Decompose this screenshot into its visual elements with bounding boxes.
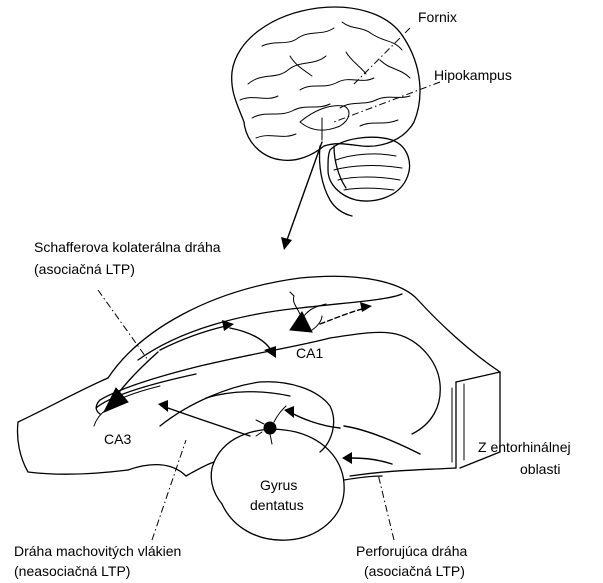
label-schaffer-line2: (asociačná LTP) [34, 261, 135, 277]
label-mossy-line2: (neasociačná LTP) [14, 563, 130, 579]
label-hippocampus: Hipokampus [434, 67, 512, 83]
label-schaffer-line1: Schafferova kolaterálna dráha [34, 239, 221, 255]
mossy-leader-line [152, 440, 186, 540]
label-entorhinal-line2: oblasti [520, 461, 560, 477]
label-perforant-line2: (asociačná LTP) [364, 563, 465, 579]
label-perforant-line1: Perforujúca dráha [356, 543, 468, 559]
label-fornix: Fornix [418, 9, 457, 25]
granule-cell [256, 406, 286, 444]
perforant-leader-line [378, 474, 394, 540]
label-mossy-line1: Dráha machovitých vlákien [14, 543, 181, 559]
brain-illustration [232, 7, 420, 216]
label-ca3: CA3 [104, 431, 131, 447]
schaffer-pathway-arrow [160, 320, 276, 358]
hippocampus-leader-line [334, 82, 440, 122]
ca1-neuron [290, 292, 326, 332]
label-ca1: CA1 [296, 345, 323, 361]
fornix-leader-line [354, 28, 410, 84]
label-gyrus-line2: dentatus [250, 497, 304, 513]
schaffer-leader-line [98, 290, 148, 360]
label-gyrus-line1: Gyrus [260, 477, 297, 493]
label-entorhinal-line1: Z entorhinálnej [478, 439, 571, 455]
